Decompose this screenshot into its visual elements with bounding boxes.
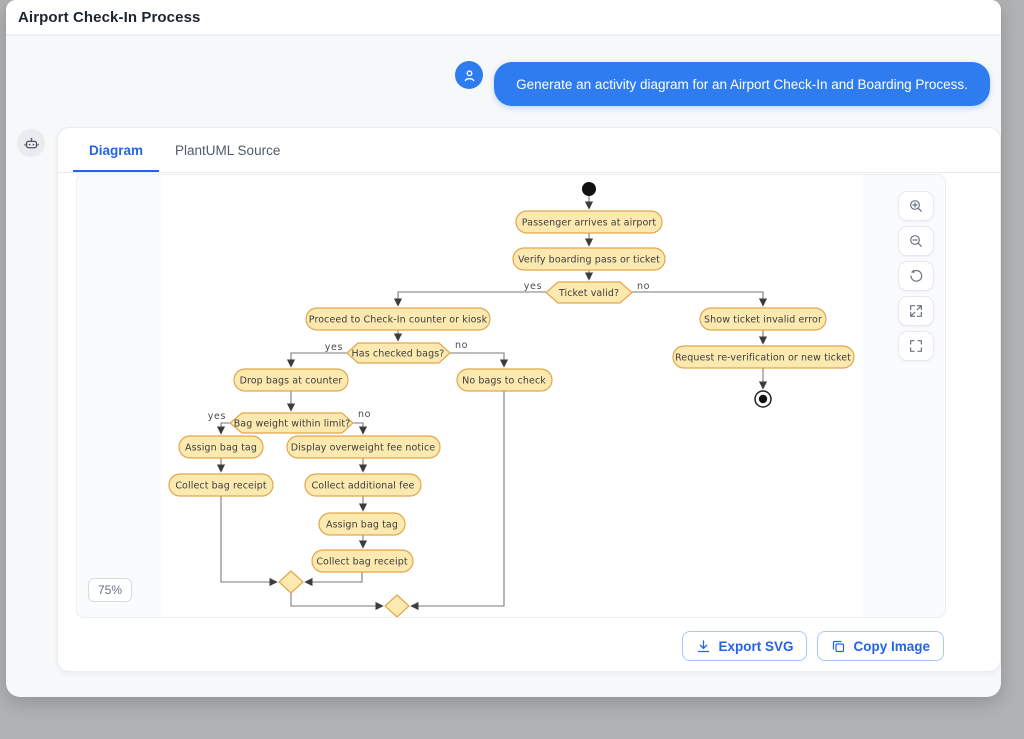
tab-plantuml-source[interactable]: PlantUML Source [175, 142, 281, 158]
node-collect-bag-receipt-1: Collect bag receipt [168, 473, 274, 497]
user-avatar [455, 61, 483, 89]
svg-text:Bag weight within limit?: Bag weight within limit? [234, 419, 351, 430]
node-assign-bag-tag-2: Assign bag tag [318, 512, 406, 536]
export-actions: Export SVG Copy Image [682, 631, 944, 661]
tab-bar: Diagram PlantUML Source [58, 128, 1000, 173]
maximize-button[interactable] [898, 296, 934, 326]
diagram-viewport[interactable]: yes no yes no yes no Passenger arr [76, 174, 946, 618]
page-title: Airport Check-In Process [18, 8, 201, 26]
merge-diamond-1 [278, 570, 304, 594]
svg-text:Show ticket invalid error: Show ticket invalid error [704, 315, 822, 326]
svg-text:Assign bag tag: Assign bag tag [185, 443, 257, 454]
diagram-edges [216, 196, 768, 611]
node-no-bags: No bags to check [456, 368, 553, 392]
bot-avatar [17, 129, 45, 157]
node-collect-bag-receipt-2: Collect bag receipt [311, 549, 414, 573]
node-proceed-checkin: Proceed to Check-In counter or kiosk [305, 307, 491, 331]
diagram-panel: Diagram PlantUML Source [57, 127, 1001, 672]
zoom-level-badge: 75% [88, 578, 133, 602]
svg-text:Display overweight fee notice: Display overweight fee notice [291, 443, 436, 454]
view-controls [898, 191, 934, 361]
app-window: Airport Check-In Process Generate an act… [6, 0, 1001, 697]
svg-text:Assign bag tag: Assign bag tag [326, 520, 398, 531]
fullscreen-icon [910, 340, 922, 352]
svg-text:Ticket valid?: Ticket valid? [558, 288, 619, 299]
svg-text:Proceed to Check-In counter or: Proceed to Check-In counter or kiosk [309, 315, 488, 326]
guard-yes: yes [325, 342, 343, 353]
svg-text:Request re-verification or new: Request re-verification or new ticket [675, 353, 851, 364]
decision-bag-weight: Bag weight within limit? [229, 412, 354, 434]
zoom-out-button[interactable] [898, 226, 934, 256]
zoom-in-button[interactable] [898, 191, 934, 221]
guard-yes: yes [524, 281, 542, 292]
svg-text:No bags to check: No bags to check [462, 376, 546, 387]
titlebar: Airport Check-In Process [6, 0, 1001, 34]
copy-image-button[interactable]: Copy Image [817, 631, 944, 661]
svg-text:Drop bags at counter: Drop bags at counter [240, 376, 343, 387]
svg-text:Collect bag receipt: Collect bag receipt [316, 557, 408, 568]
end-node [754, 390, 772, 408]
download-icon [698, 639, 710, 652]
user-message-text: Generate an activity diagram for an Airp… [516, 76, 968, 92]
robot-icon [23, 137, 39, 148]
zoom-out-icon [910, 235, 922, 247]
reset-view-button[interactable] [898, 261, 934, 291]
node-assign-bag-tag-1: Assign bag tag [178, 435, 264, 459]
copy-icon [833, 640, 845, 652]
guard-no: no [455, 340, 468, 351]
decision-has-checked-bags: Has checked bags? [346, 342, 451, 364]
guard-no: no [637, 281, 650, 292]
activity-diagram-svg: yes no yes no yes no Passenger arr [168, 182, 855, 617]
zoom-in-icon [910, 200, 922, 212]
user-message-bubble: Generate an activity diagram for an Airp… [494, 62, 990, 106]
reset-icon [910, 269, 923, 282]
tab-diagram[interactable]: Diagram [73, 128, 159, 172]
diagram-canvas[interactable]: yes no yes no yes no Passenger arr [162, 175, 862, 617]
svg-text:Has checked bags?: Has checked bags? [352, 349, 445, 360]
svg-text:Collect bag receipt: Collect bag receipt [175, 481, 267, 492]
guard-yes: yes [208, 411, 226, 422]
svg-text:Verify boarding pass or ticket: Verify boarding pass or ticket [518, 255, 660, 266]
merge-diamond-2 [384, 594, 410, 617]
node-display-overweight-notice: Display overweight fee notice [286, 435, 441, 459]
svg-text:Passenger arrives at airport: Passenger arrives at airport [522, 218, 657, 229]
export-svg-button[interactable]: Export SVG [682, 631, 808, 661]
guard-no: no [358, 409, 371, 420]
node-verify-boarding-pass: Verify boarding pass or ticket [512, 247, 666, 271]
guard-labels: yes no yes no yes no [208, 281, 650, 422]
node-request-reverification: Request re-verification or new ticket [672, 345, 855, 369]
decision-ticket-valid: Ticket valid? [545, 281, 633, 304]
node-collect-additional-fee: Collect additional fee [304, 473, 422, 497]
start-node [582, 182, 596, 196]
maximize-icon [910, 305, 922, 317]
node-show-invalid-error: Show ticket invalid error [699, 307, 827, 331]
node-passenger-arrives: Passenger arrives at airport [515, 210, 663, 234]
node-drop-bags: Drop bags at counter [233, 368, 349, 392]
user-icon [464, 69, 474, 81]
svg-text:Collect additional fee: Collect additional fee [312, 481, 415, 492]
fullscreen-button[interactable] [898, 331, 934, 361]
